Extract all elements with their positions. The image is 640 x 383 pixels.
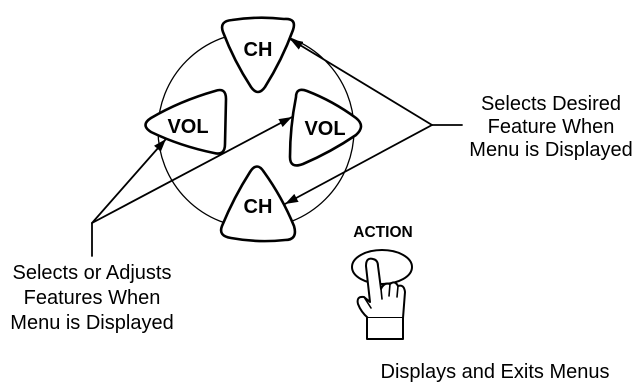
ch-down-button: CH <box>219 165 297 243</box>
vol-callout-leaders <box>91 116 293 257</box>
vol-left-button-shape <box>144 88 228 155</box>
ch-callout-line-2: Feature When <box>488 116 615 138</box>
hand-cuff <box>366 317 404 340</box>
action-button-label: ACTION <box>353 224 412 241</box>
ch-callout-leaders <box>284 38 463 205</box>
leader-to-ch-down <box>284 124 433 205</box>
ch-down-label: CH <box>244 196 273 218</box>
action-caption: Displays and Exits Menus <box>381 361 610 383</box>
vol-callout-text: Selects or Adjusts Features When Menu is… <box>10 262 173 334</box>
vol-callout-line-3: Menu is Displayed <box>10 312 173 334</box>
vol-right-button-shape <box>288 88 363 167</box>
leader-to-vol-right <box>91 116 293 224</box>
vol-right-button: VOL <box>288 88 363 167</box>
vol-right-label: VOL <box>304 118 345 140</box>
leader-to-ch-up <box>289 38 433 126</box>
pointing-hand-icon <box>356 257 406 340</box>
vol-left-button: VOL <box>144 88 228 155</box>
vol-callout-line-1: Selects or Adjusts <box>13 262 172 284</box>
ch-callout-text: Selects Desired Feature When Menu is Dis… <box>469 93 632 161</box>
vol-callout-line-2: Features When <box>24 287 161 309</box>
ch-callout-line-3: Menu is Displayed <box>469 139 632 161</box>
ch-down-button-shape <box>219 165 297 243</box>
action-button <box>351 249 413 285</box>
ch-up-button: CH <box>220 16 296 94</box>
vol-left-label: VOL <box>167 116 208 138</box>
action-button-group: ACTION Displays and Exits Menus <box>351 224 610 383</box>
ch-up-label: CH <box>244 39 273 61</box>
finger-creases <box>363 283 399 309</box>
ch-up-button-shape <box>220 16 296 94</box>
ch-callout-line-1: Selects Desired <box>481 93 621 115</box>
leader-to-vol-left <box>91 138 167 224</box>
